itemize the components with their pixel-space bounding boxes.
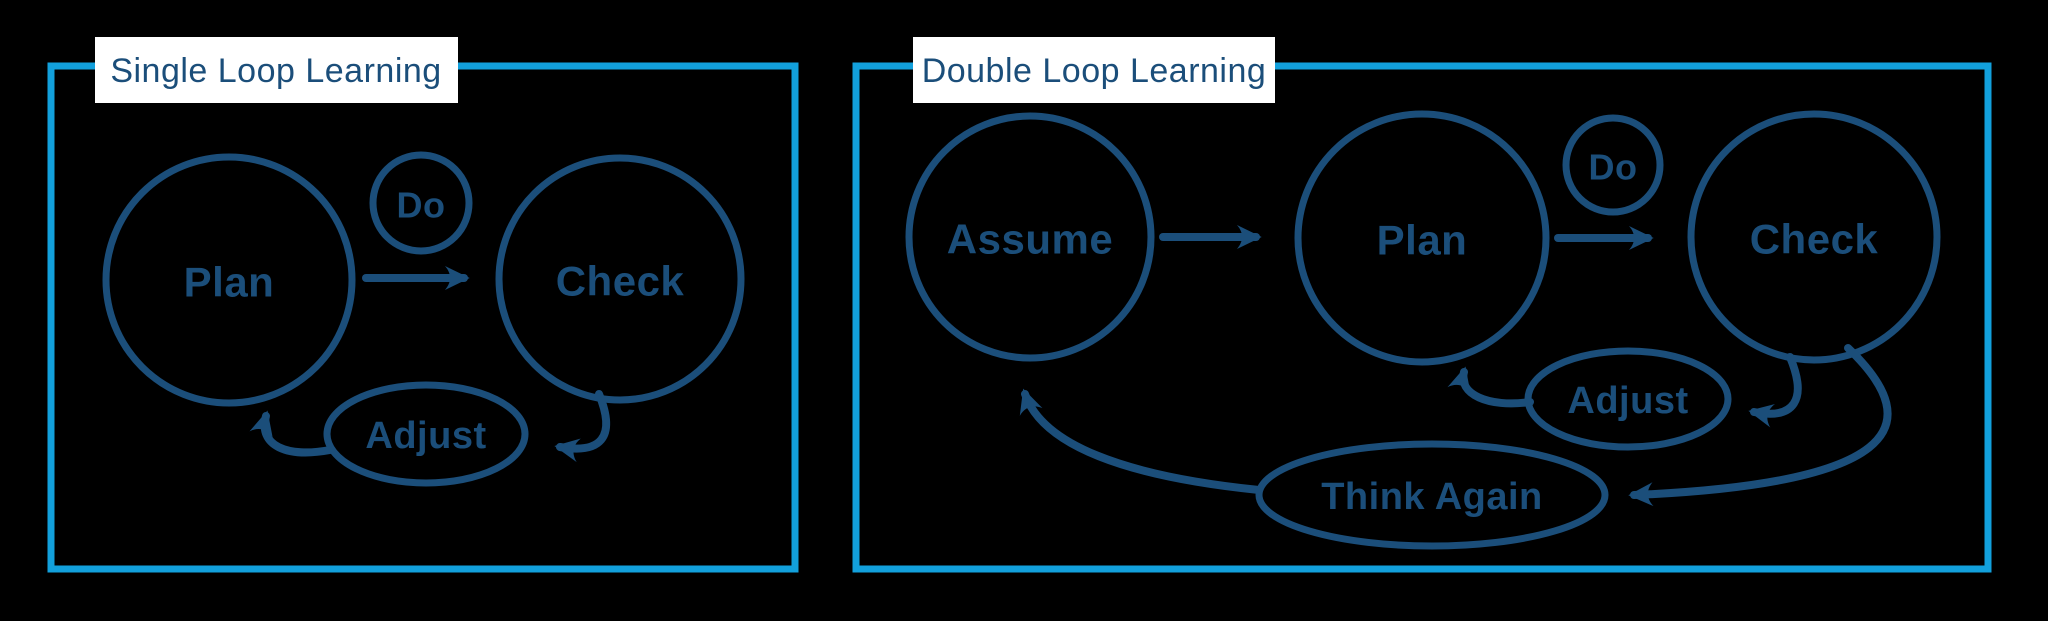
single-loop-title-box (95, 37, 458, 103)
single-adjust-label: Adjust (365, 415, 486, 457)
double-check-label: Check (1750, 216, 1879, 263)
double-think-again-ellipse (1255, 440, 1609, 550)
double-assume-label: Assume (947, 216, 1113, 263)
single-loop-panel-border (47, 62, 799, 573)
double-adjust-label: Adjust (1567, 380, 1688, 422)
double-think-again-label: Think Again (1321, 476, 1543, 518)
single-do-circle (369, 151, 473, 255)
single-loop-panel: Plan Do Check Adjust Single Loop Learnin… (47, 37, 799, 573)
double-do-circle (1562, 114, 1664, 216)
double-plan-label: Plan (1377, 217, 1468, 264)
single-check-label: Check (556, 258, 685, 305)
double-check-circle (1687, 110, 1941, 364)
double-arrow-think-again-to-assume (1019, 388, 1263, 494)
double-arrow-adjust-to-plan (1447, 366, 1534, 408)
double-loop-panel-border (852, 62, 1992, 573)
double-loop-panel: Assume Plan Do Check Adjust Think Again … (852, 37, 1992, 573)
single-do-label: Do (397, 185, 446, 226)
double-loop-title: Double Loop Learning (922, 52, 1267, 90)
double-do-label: Do (1589, 147, 1638, 188)
double-arrow-check-to-adjust (1748, 353, 1802, 428)
double-arrow-check-to-think-again (1628, 344, 1892, 507)
single-check-circle (495, 154, 745, 404)
double-assume-circle (905, 112, 1155, 362)
single-loop-title: Single Loop Learning (110, 52, 441, 90)
single-arrow-check-to-adjust (554, 390, 611, 463)
double-loop-title-box (913, 37, 1275, 103)
double-plan-circle (1294, 110, 1550, 366)
single-plan-label: Plan (184, 259, 275, 306)
single-plan-circle (102, 153, 356, 407)
single-arrow-adjust-to-plan (249, 410, 334, 457)
single-adjust-ellipse (323, 381, 529, 487)
